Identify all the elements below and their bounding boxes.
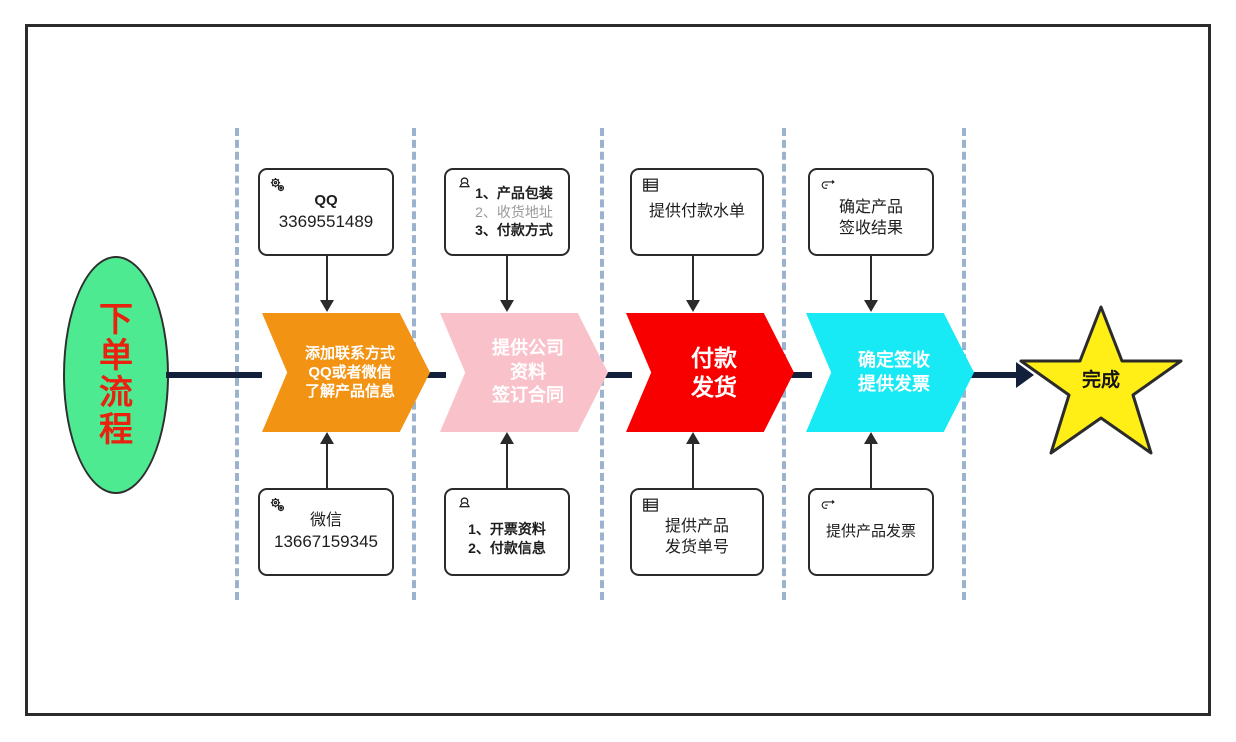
stage-1-chevron-label: 添加联系方式 QQ或者微信 了解产品信息 (304, 344, 395, 401)
diagram-frame (25, 24, 1211, 716)
user-icon (454, 496, 474, 516)
stage-2-chevron[interactable]: 提供公司 资料 签订合同 (440, 313, 608, 432)
stage-4-bottom-note[interactable]: 提供产品发票 (808, 488, 934, 576)
stage-3-bottom-arrowhead (686, 432, 700, 444)
gears-icon (268, 176, 288, 196)
start-node[interactable]: 下单流程 (63, 256, 169, 494)
stage-2-bottom-arrowhead (500, 432, 514, 444)
stage-2-bottom-connector (506, 444, 508, 488)
stage-1-top-arrowhead (320, 300, 334, 312)
end-node[interactable]: 完成 (1019, 303, 1183, 461)
stage-1-top-note[interactable]: QQ 3369551489 (258, 168, 394, 256)
stage-4-chevron-label: 确定签收 提供发票 (858, 350, 930, 394)
stage-4-top-note-text: 确定产品 签收结果 (838, 198, 903, 237)
stage-2-bottom-note-text: 1、开票资料 2、付款信息 (468, 521, 546, 556)
flow-connector-stage2-to-stage3 (586, 372, 632, 378)
pointing-hand-icon (818, 176, 838, 196)
stage-1-bottom-connector (326, 444, 328, 488)
stage-2-top-note-text: 1、产品包装 2、收货地址 3、付款方式 (475, 184, 553, 239)
stage-4-top-connector (870, 256, 872, 302)
star-shape (1019, 305, 1183, 455)
stage-2-chevron-label: 提供公司 资料 签订合同 (492, 338, 564, 406)
stage-1-bottom-note[interactable]: 微信 13667159345 (258, 488, 394, 576)
stage-1-chevron[interactable]: 添加联系方式 QQ或者微信 了解产品信息 (262, 313, 430, 432)
flow-connector-start-to-stage1 (166, 372, 262, 378)
stage-4-chevron[interactable]: 确定签收 提供发票 (806, 313, 974, 432)
stage-1-top-note-text: QQ 3369551489 (278, 191, 374, 231)
stage-1-top-connector (326, 256, 328, 302)
user-icon (454, 176, 474, 196)
stage-3-bottom-note-text: 提供产品 发货单号 (664, 517, 729, 556)
stage-2-top-arrowhead (500, 300, 514, 312)
stage-4-bottom-connector (870, 444, 872, 488)
stage-4-bottom-arrowhead (864, 432, 878, 444)
stage-2-top-connector (506, 256, 508, 302)
stage-3-top-connector (692, 256, 694, 302)
list-icon (640, 496, 660, 516)
stage-4-top-note[interactable]: 确定产品 签收结果 (808, 168, 934, 256)
start-node-label: 下单流程 (99, 300, 133, 449)
end-node-label: 完成 (1081, 370, 1120, 391)
stage-3-top-note-text: 提供付款水单 (648, 203, 745, 221)
stage-3-chevron-label: 付款 发货 (691, 344, 737, 400)
flow-connector-stage4-to-end (946, 372, 1022, 378)
stage-4-top-arrowhead (864, 300, 878, 312)
gears-icon (268, 496, 288, 516)
stage-2-bottom-note[interactable]: 1、开票资料 2、付款信息 (444, 488, 570, 576)
stage-3-chevron[interactable]: 付款 发货 (626, 313, 794, 432)
stage-4-bottom-note-text: 提供产品发票 (825, 522, 916, 540)
pointing-hand-icon (818, 496, 838, 516)
stage-3-top-arrowhead (686, 300, 700, 312)
stage-2-top-note[interactable]: 1、产品包装 2、收货地址 3、付款方式 (444, 168, 570, 256)
stage-1-bottom-arrowhead (320, 432, 334, 444)
list-icon (640, 176, 660, 196)
stage-3-top-note[interactable]: 提供付款水单 (630, 168, 764, 256)
stage-3-bottom-note[interactable]: 提供产品 发货单号 (630, 488, 764, 576)
lane-divider-1 (235, 128, 239, 600)
stage-3-bottom-connector (692, 444, 694, 488)
stage-1-bottom-note-text: 微信 13667159345 (273, 511, 378, 552)
